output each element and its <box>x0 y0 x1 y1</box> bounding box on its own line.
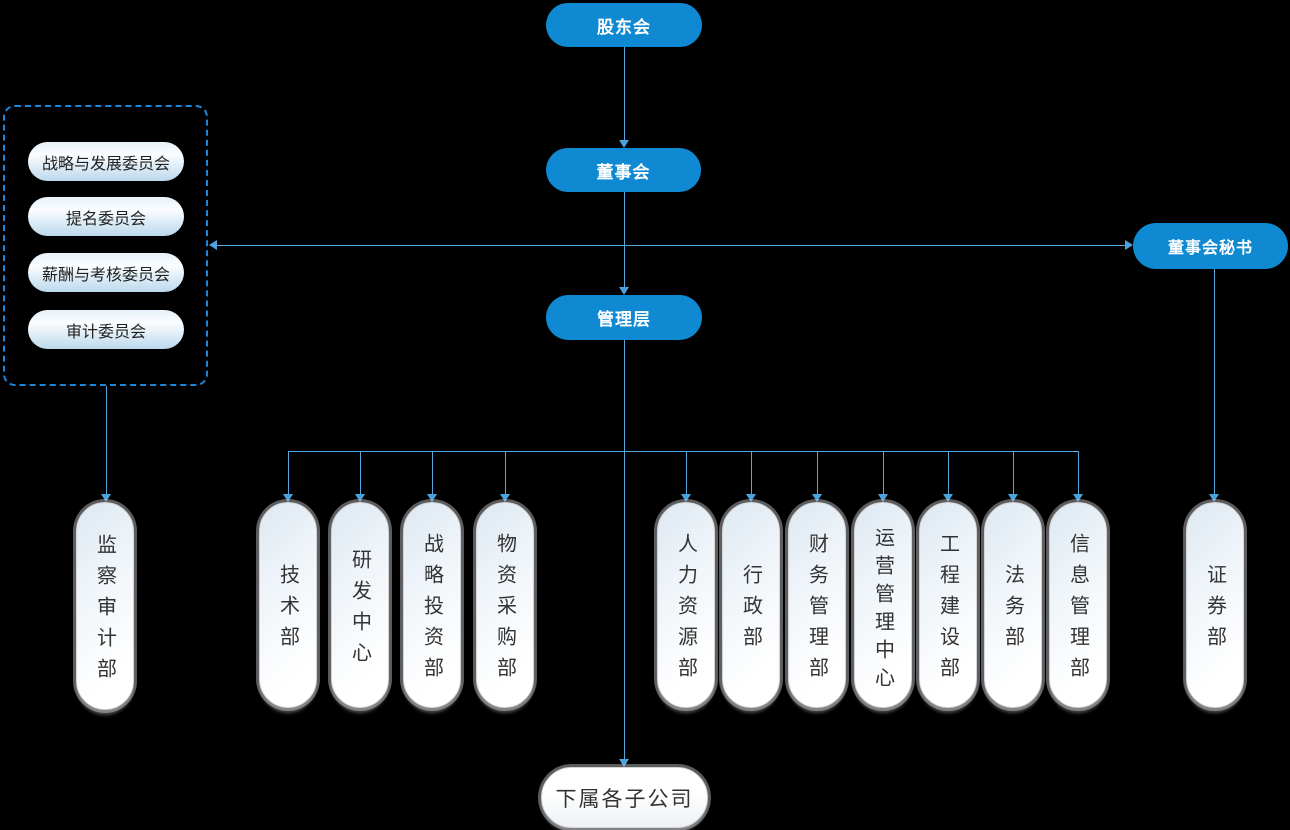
dept-legal: 法务部 <box>984 502 1042 708</box>
connector-drop-strategic-investment <box>432 451 433 495</box>
dept-administration: 行政部 <box>722 502 780 708</box>
dept-operations-management: 运营管理中心 <box>854 502 912 708</box>
connector-board-horizontal <box>217 245 1125 246</box>
connector-departments-horizontal <box>288 451 1079 452</box>
arrowhead-strategic-investment <box>427 494 437 502</box>
committee-nomination: 提名委员会 <box>28 197 184 236</box>
arrowhead-tech <box>283 494 293 502</box>
dept-rd-center: 研发中心 <box>331 502 389 708</box>
arrowhead-operations <box>878 494 888 502</box>
dept-information-management: 信息管理部 <box>1049 502 1107 708</box>
connector-drop-engineering <box>948 451 949 495</box>
committee-audit: 审计委员会 <box>28 310 184 349</box>
arrowhead-board <box>619 140 629 148</box>
dept-technology: 技术部 <box>259 502 317 708</box>
arrowhead-engineering <box>943 494 953 502</box>
dept-materials-procurement: 物资采购部 <box>476 502 534 708</box>
dept-human-resources: 人力资源部 <box>657 502 715 708</box>
connector-drop-rd <box>360 451 361 495</box>
connector-committees-audit-dept <box>106 386 107 495</box>
arrowhead-audit-dept <box>101 494 111 502</box>
arrowhead-materials <box>500 494 510 502</box>
connector-shareholders-board <box>624 47 625 141</box>
arrowhead-admin <box>746 494 756 502</box>
node-board: 董事会 <box>546 148 701 192</box>
connector-drop-tech <box>288 451 289 495</box>
node-shareholders: 股东会 <box>546 3 702 47</box>
connector-drop-information <box>1078 451 1079 495</box>
connector-management-subsidiaries <box>624 340 625 760</box>
arrowhead-securities-dept <box>1209 494 1219 502</box>
arrowhead-information <box>1073 494 1083 502</box>
arrowhead-committees <box>209 240 217 250</box>
arrowhead-finance <box>812 494 822 502</box>
arrowhead-legal <box>1008 494 1018 502</box>
dept-strategic-investment: 战略投资部 <box>403 502 461 708</box>
committee-remuneration-appraisal: 薪酬与考核委员会 <box>28 253 184 292</box>
connector-drop-admin <box>751 451 752 495</box>
connector-secretary-securities <box>1214 269 1215 495</box>
arrowhead-subsidiaries <box>619 759 629 767</box>
connector-drop-hr <box>686 451 687 495</box>
dept-supervision-audit: 监察审计部 <box>76 502 134 710</box>
arrowhead-hr <box>681 494 691 502</box>
connector-drop-finance <box>817 451 818 495</box>
dept-engineering-construction: 工程建设部 <box>919 502 977 708</box>
connector-drop-materials <box>505 451 506 495</box>
connector-drop-operations <box>883 451 884 495</box>
arrowhead-rd <box>355 494 365 502</box>
arrowhead-management <box>619 287 629 295</box>
arrowhead-board-secretary <box>1125 240 1133 250</box>
dept-finance-management: 财务管理部 <box>788 502 846 708</box>
connector-board-management <box>624 192 625 288</box>
committee-group-box <box>3 105 208 386</box>
dept-securities: 证券部 <box>1186 502 1244 708</box>
committee-strategy-development: 战略与发展委员会 <box>28 142 184 181</box>
node-board-secretary: 董事会秘书 <box>1133 223 1288 269</box>
connector-drop-legal <box>1013 451 1014 495</box>
node-management: 管理层 <box>546 295 702 340</box>
node-subsidiaries: 下属各子公司 <box>541 767 708 828</box>
